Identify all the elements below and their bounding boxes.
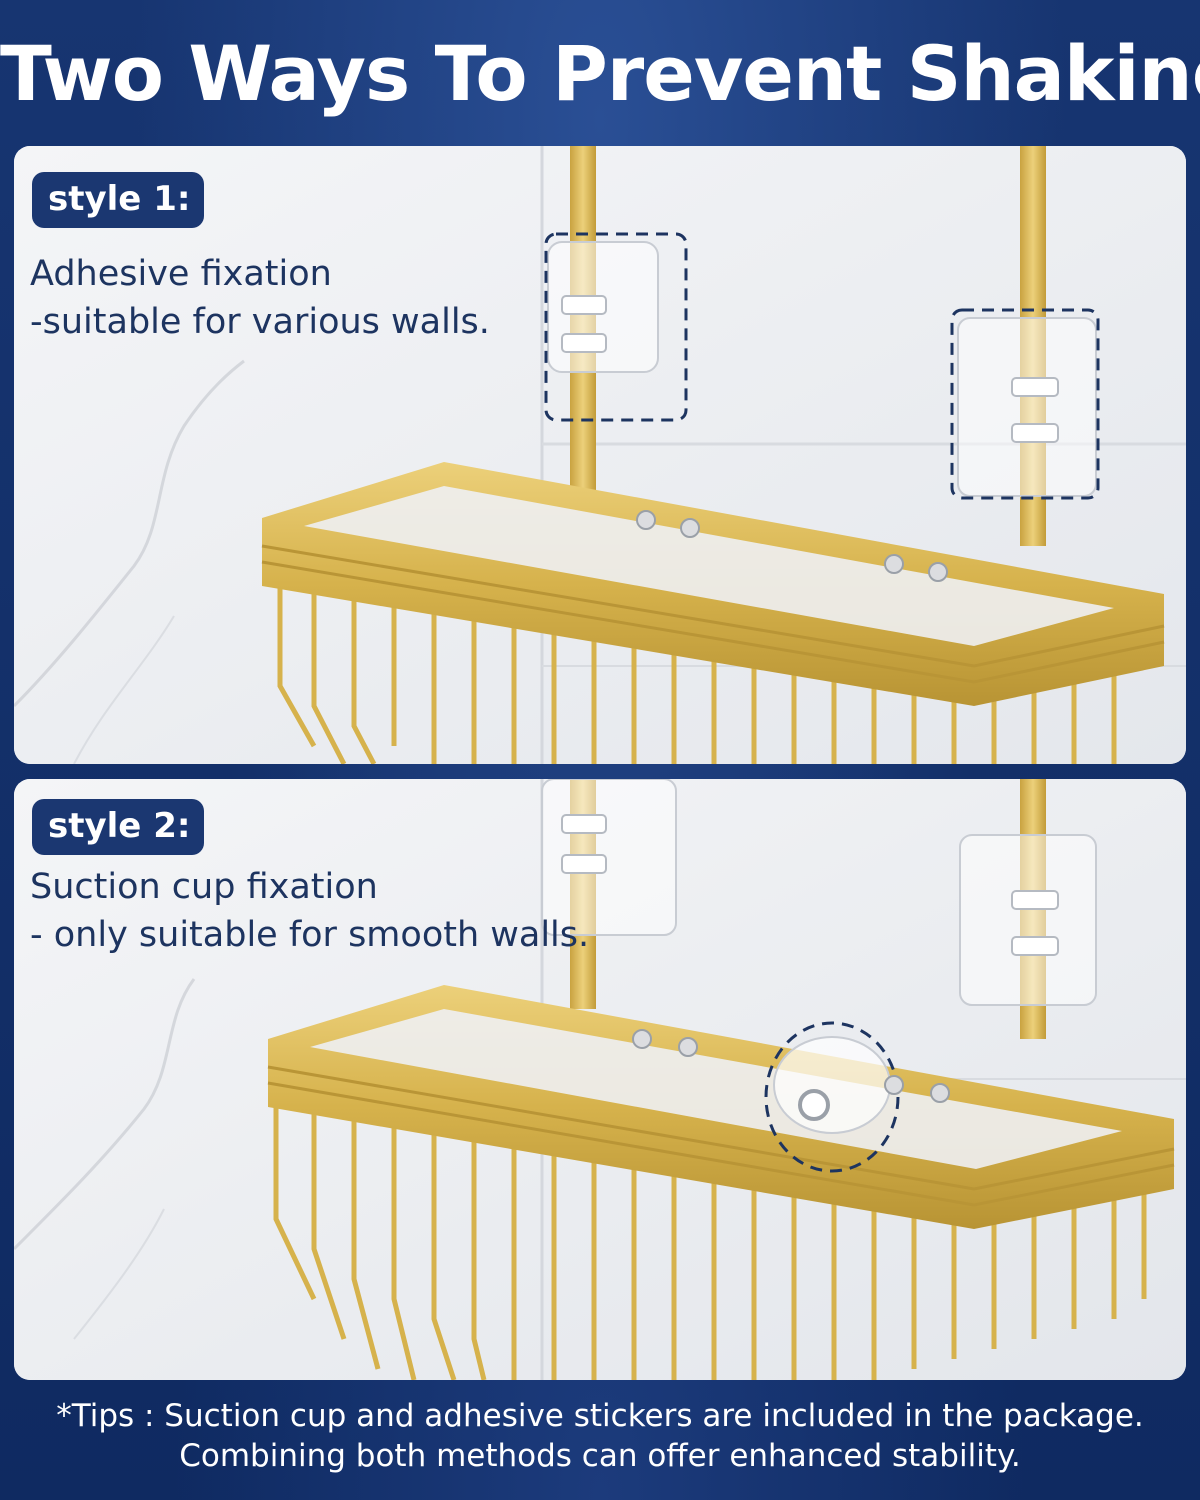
style-1-subtitle: -suitable for various walls. xyxy=(30,302,490,342)
style-2-badge: style 2: xyxy=(32,799,205,855)
style-1-panel: style 1: Adhesive fixation -suitable for… xyxy=(14,146,1186,764)
shower-caddy-adhesive-illustration xyxy=(14,146,1186,764)
style-2-subtitle: - only suitable for smooth walls. xyxy=(30,915,590,955)
tips-note: *Tips : Suction cup and adhesive sticker… xyxy=(0,1396,1200,1476)
style-2-description: Suction cup fixation - only suitable for… xyxy=(30,863,589,959)
style-1-title: Adhesive fixation xyxy=(30,254,332,294)
shower-caddy-suction-illustration xyxy=(14,779,1186,1380)
tips-line-1: *Tips : Suction cup and adhesive sticker… xyxy=(56,1398,1144,1434)
page-title: Two Ways To Prevent Shaking xyxy=(0,29,1200,118)
style-2-title: Suction cup fixation xyxy=(30,867,378,907)
style-2-panel: style 2: Suction cup fixation - only sui… xyxy=(14,779,1186,1380)
style-1-description: Adhesive fixation -suitable for various … xyxy=(30,250,490,346)
style-1-badge: style 1: xyxy=(32,172,205,228)
tips-line-2: Combining both methods can offer enhance… xyxy=(179,1438,1021,1474)
